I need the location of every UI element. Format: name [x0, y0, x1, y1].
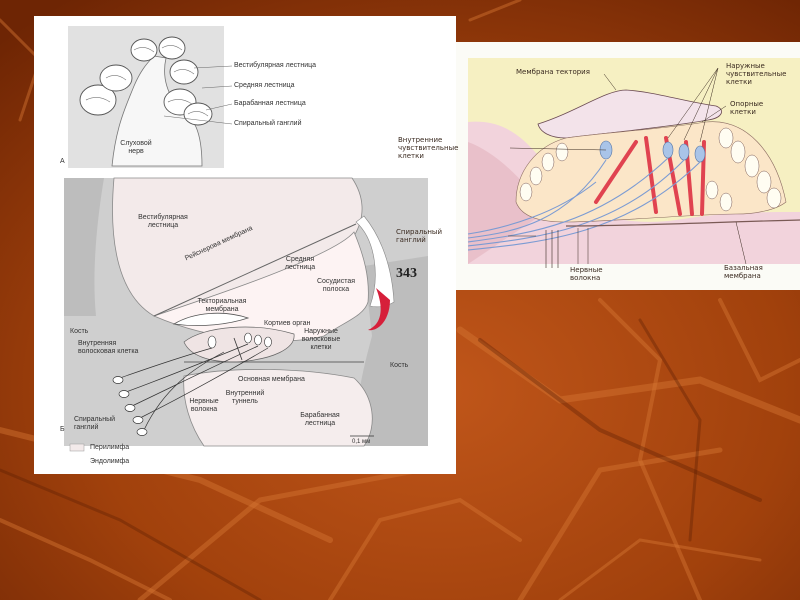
label-tectorial-membrane-detailed: Мембрана тектория	[516, 68, 590, 76]
label-bone-right: Кость	[390, 362, 409, 369]
label-auditory-nerve: Слуховой нерв	[120, 140, 152, 155]
label-inner-hair-cell: Внутренняя волосковая клетка	[78, 340, 139, 355]
bone-tissue	[468, 121, 800, 264]
label-basilar-membrane: Основная мембрана	[238, 376, 305, 383]
scala-tympani	[183, 369, 373, 447]
organ-of-corti-panel: Мембрана тектория Наружные чувствительны…	[396, 42, 800, 290]
label-supporting-cells: Опорные клетки	[730, 100, 764, 116]
spiral-ganglion-cells	[112, 376, 148, 436]
label-tectorial-membrane: Текториальная мембрана	[197, 298, 247, 313]
organ-of-corti-drawing	[467, 58, 800, 268]
label-spiral-ganglion-detailed: Спиральный ганглий	[396, 228, 442, 244]
label-basal-membrane: Базальная мембрана	[724, 264, 763, 280]
cochlea-schematic-panel: А Вестибулярная лестница Средняя лестниц…	[34, 16, 456, 474]
figure-b-letter: Б	[60, 426, 65, 433]
basal-membrane-line	[565, 219, 800, 227]
label-outer-hair-cells: Наружные волосковые клетки	[301, 328, 341, 351]
cochlea-coils	[79, 36, 213, 126]
label-outer-sensory-cells: Наружные чувствительные клетки	[726, 62, 787, 86]
label-bone-left: Кость	[70, 328, 89, 335]
perilymph-swatch	[69, 443, 85, 452]
label-tympanic-scala: Барабанная лестница	[234, 100, 306, 107]
label-scale: 0,1 мм	[352, 439, 371, 445]
reissner-membrane-line	[153, 223, 357, 317]
label-nerve-fibers-detailed: Нервные волокна	[570, 266, 603, 282]
label-stria-vascularis: Сосудистая полоска	[316, 278, 356, 293]
label-vestibular-scala: Вестибулярная лестница	[234, 62, 317, 69]
label-middle-scala-b: Средняя лестница	[284, 256, 316, 271]
page-number: 343	[396, 266, 417, 281]
label-inner-sensory-cells: Внутренние чувствительные клетки	[398, 136, 459, 160]
organ-of-corti	[172, 312, 295, 363]
label-organ-of-corti: Кортиев орган	[264, 320, 311, 327]
label-nerve-fibers-b: Нервные волокна	[189, 398, 219, 413]
cochlea-schematic-drawing	[64, 26, 428, 452]
legend-perilymph: Перилимфа	[90, 444, 130, 451]
nerve-fibers-detailed	[467, 157, 701, 251]
supporting-cells	[519, 127, 782, 212]
outer-hair-cells	[662, 141, 706, 163]
stria-red-band	[368, 288, 390, 331]
label-middle-scala: Средняя лестница	[234, 82, 295, 89]
nerve-fibers	[119, 343, 269, 431]
figure-a-letter: А	[60, 158, 65, 165]
label-tympanic-scala-b: Барабанная лестница	[300, 412, 340, 427]
label-vestibular-scala-b: Вестибулярная лестница	[138, 214, 188, 229]
label-inner-tunnel: Внутренний туннель	[225, 390, 265, 405]
label-spiral-ganglion-b: Спиральный ганглий	[74, 416, 116, 431]
label-spiral-ganglion-a: Спиральный ганглий	[234, 120, 302, 127]
legend-endolymph: Эндолимфа	[90, 458, 130, 465]
